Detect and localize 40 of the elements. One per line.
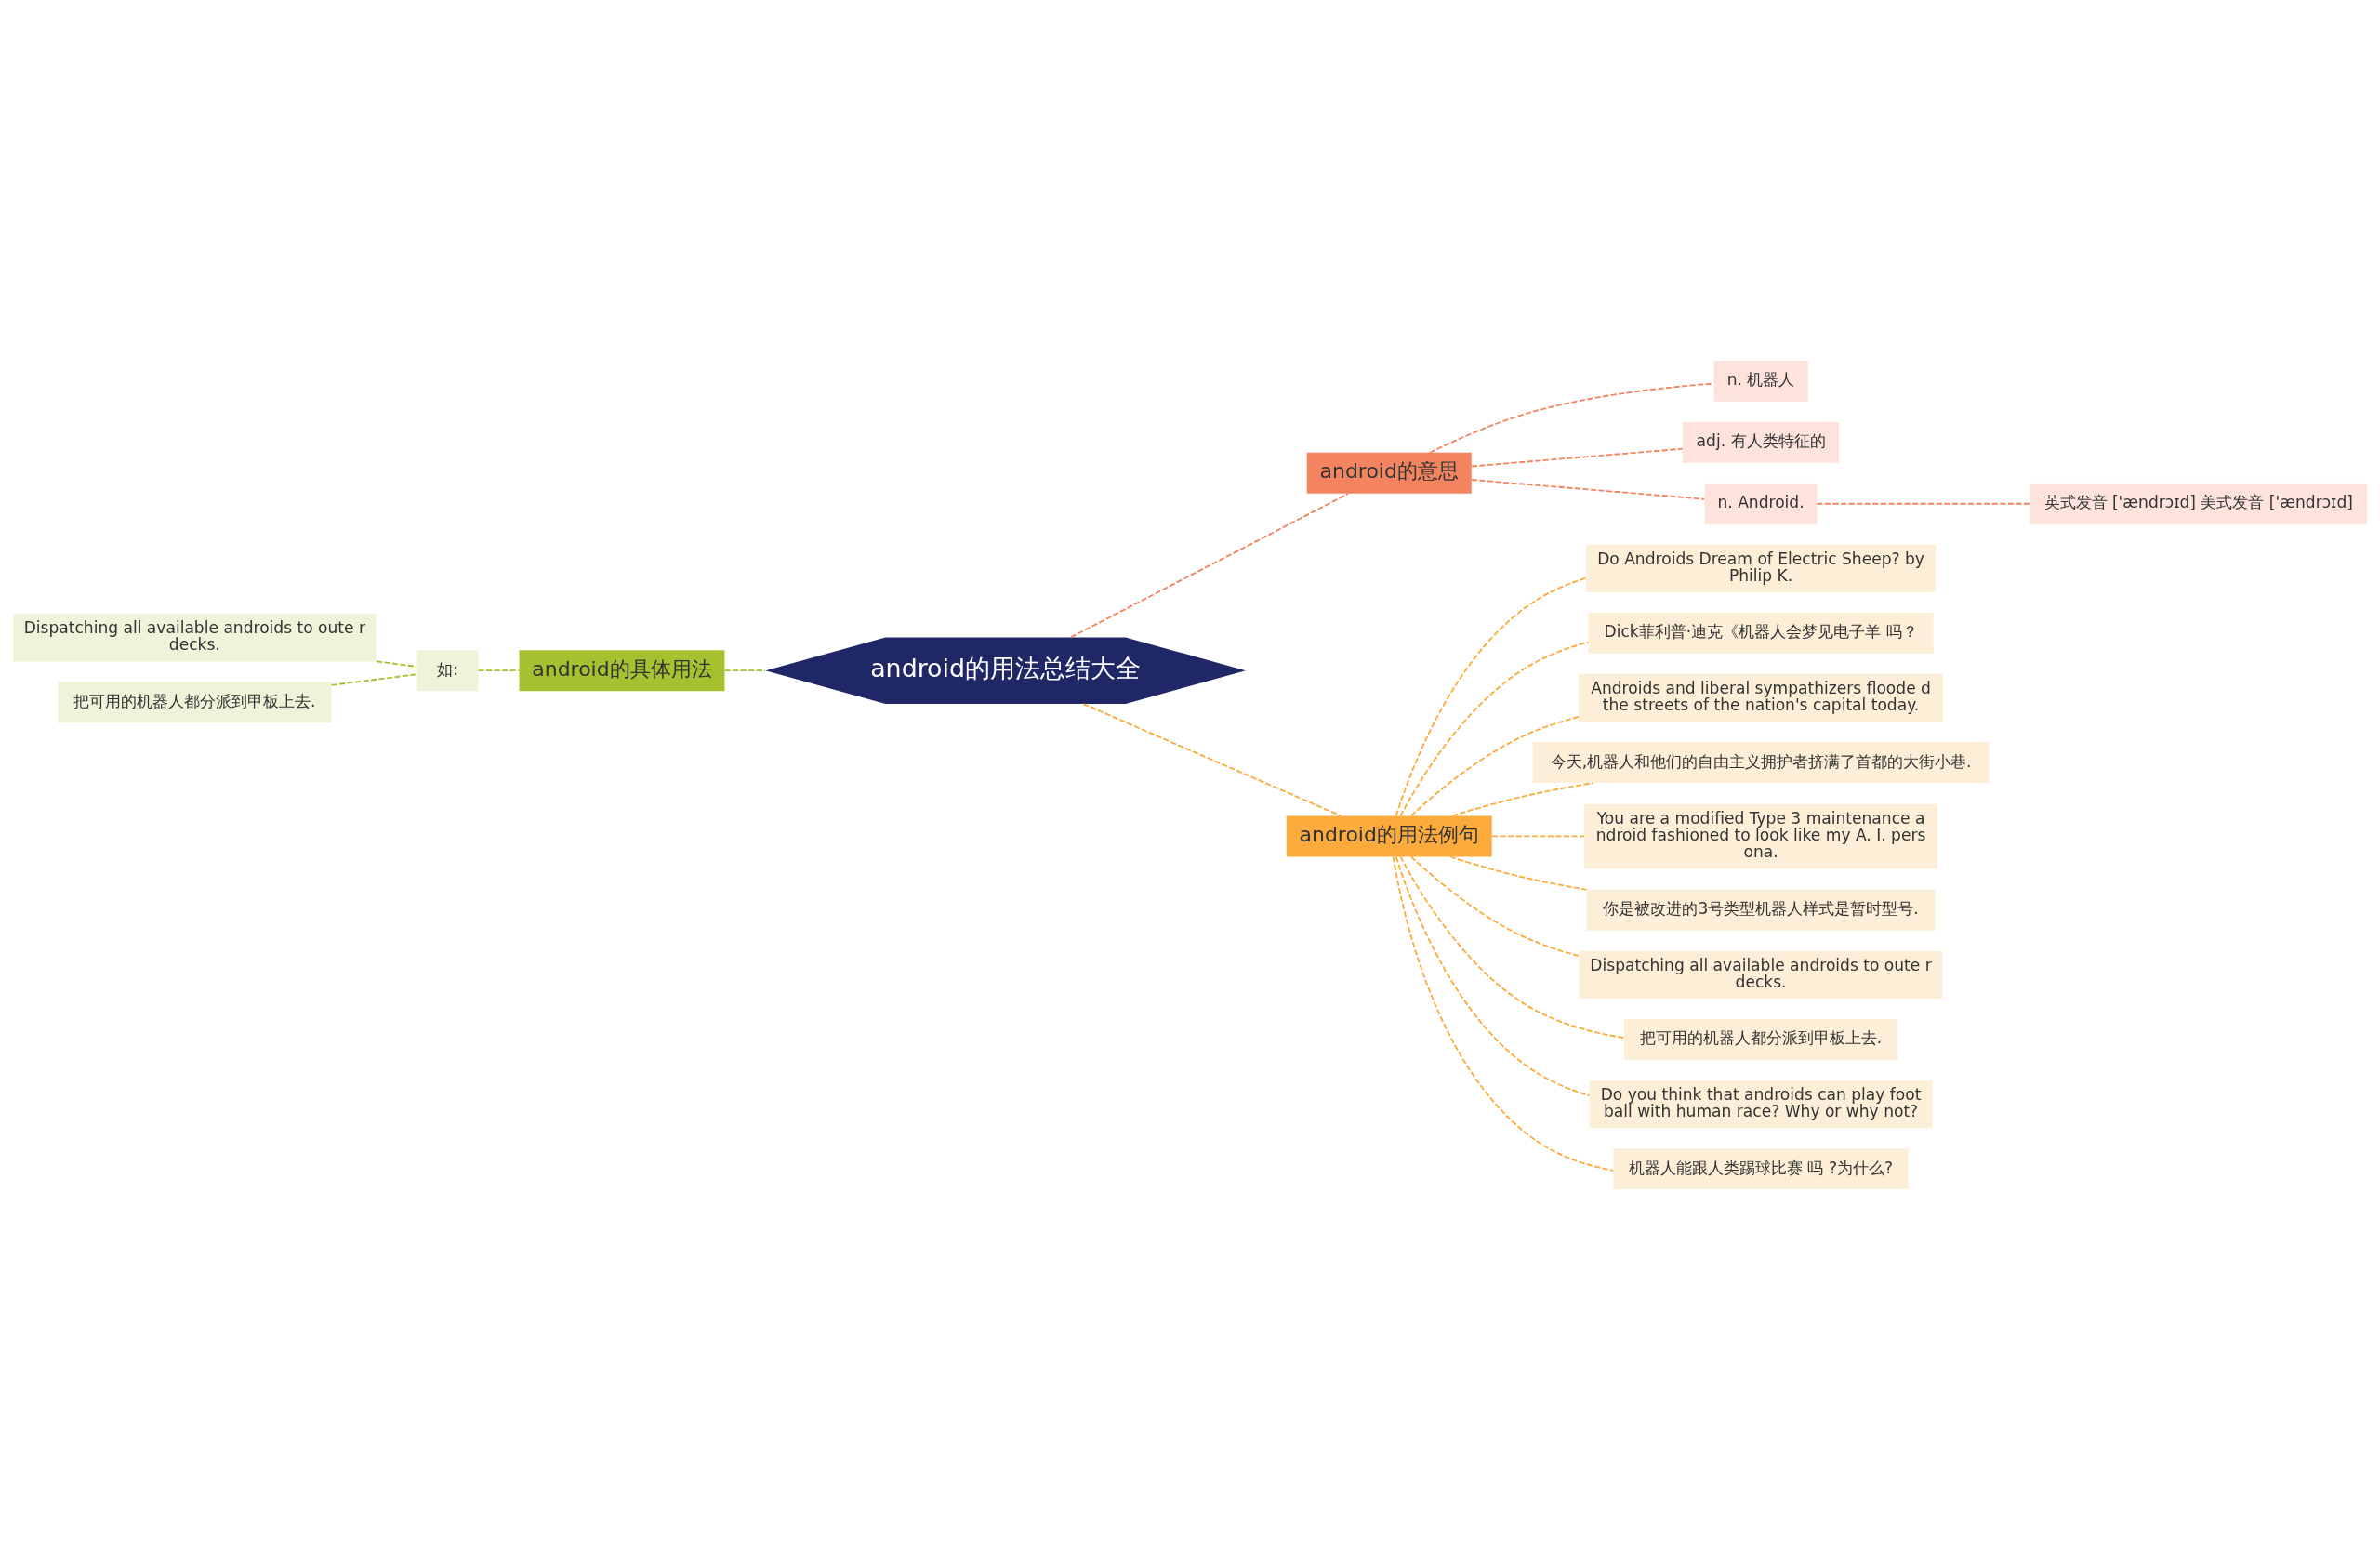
connector [1392,855,1615,1172]
connector [1471,447,1684,468]
connector [1070,493,1349,639]
node-box: 机器人能跟人类踢球比赛 吗 ?为什么? [1613,1148,1909,1190]
connector [723,669,767,672]
connector [1399,855,1625,1039]
connector [1395,576,1587,816]
node-box: Dispatching all available androids to oute r decks. [13,614,377,662]
connector [1399,641,1590,817]
connector [1451,782,1594,817]
node-box: android的意思 [1306,452,1472,494]
node-box: Dick菲利普·迪克《机器人会梦见电子羊 吗？ [1588,612,1934,654]
node-box: Dispatching all available androids to oute r decks. [1579,950,1943,999]
connector [330,673,418,686]
node-box: 英式发音 ['ændrɔɪd] 美式发音 ['ændrɔɪd] [2030,483,2367,524]
connector [1429,382,1714,454]
node-box: 你是被改进的3号类型机器人样式是暂时型号. [1586,889,1936,931]
node-box: You are a modified Type 3 maintenance a ndroid fashioned to look like my A. I. pers ona. [1584,803,1937,869]
node-box: android的具体用法 [519,650,725,692]
node-box: Do Androids Dream of Electric Sheep? by Philip K. [1586,544,1937,592]
node-box: Androids and liberal sympathizers floode d the streets of the nation's capital today. [1579,673,1943,722]
connector [1395,855,1591,1097]
node-box: n. Android. [1704,483,1818,524]
connector [1410,855,1580,957]
node-box: android的用法例句 [1286,815,1492,857]
node-box: adj. 有人类特征的 [1682,421,1840,463]
connector [375,660,418,668]
node-box: Do you think that androids can play foot ball with human race? Why or why not? [1589,1080,1933,1129]
connector [1471,479,1705,500]
connector [1816,502,2031,505]
connector [477,669,521,672]
node-box: 把可用的机器人都分派到甲板上去. [1623,1019,1898,1060]
node-box: 如: [416,650,479,692]
connector [1449,855,1588,891]
connector [1082,703,1342,817]
node-box: 把可用的机器人都分派到甲板上去. [58,682,332,723]
node-box: n. 机器人 [1713,360,1808,402]
connector [1410,716,1580,817]
node-box: 今天,机器人和他们的自由主义拥护者挤满了首都的大街小巷. [1532,742,1990,784]
connector [1491,835,1585,838]
